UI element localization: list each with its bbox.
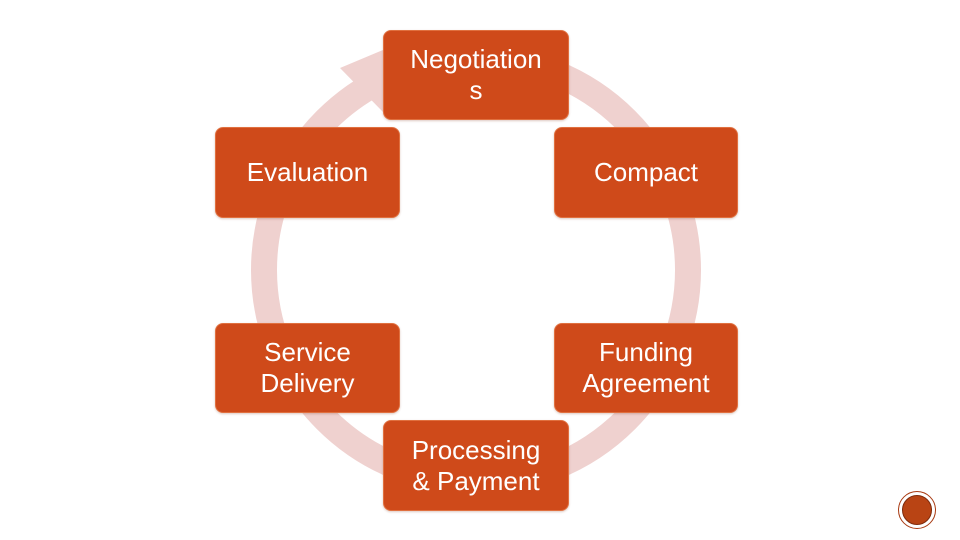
node-negotiations: Negotiation s <box>383 30 569 120</box>
emblem-inner-disc <box>902 495 932 525</box>
cycle-arrow-head <box>340 50 383 112</box>
node-funding-agreement: Funding Agreement <box>554 323 738 413</box>
node-evaluation: Evaluation <box>215 127 400 218</box>
circle-emblem-icon <box>898 491 936 529</box>
node-processing-payment: Processing & Payment <box>383 420 569 511</box>
node-compact: Compact <box>554 127 738 218</box>
node-service-delivery: Service Delivery <box>215 323 400 413</box>
